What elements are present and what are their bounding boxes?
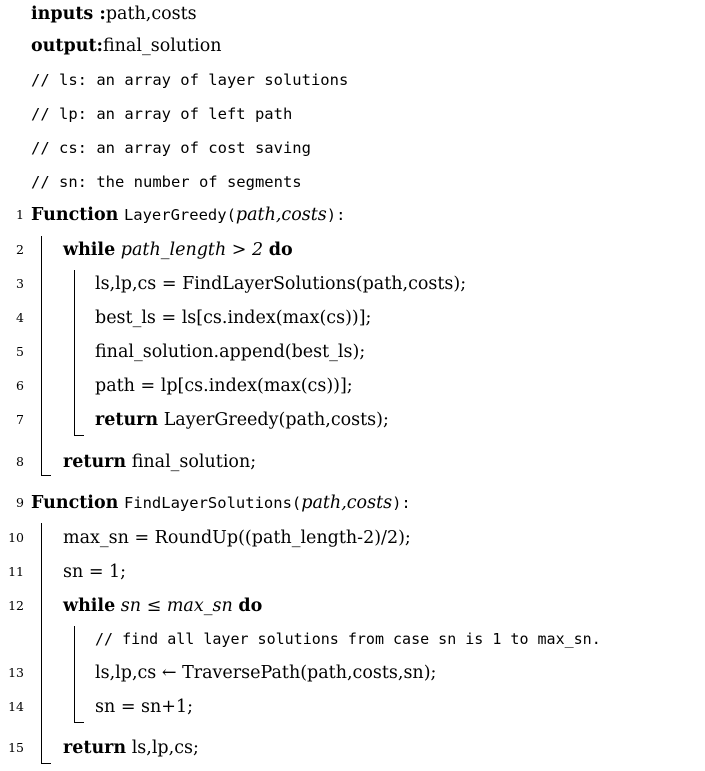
output-value: final_solution xyxy=(102,36,222,56)
output-keyword: output: xyxy=(31,36,103,56)
block-rule xyxy=(41,523,42,763)
block-rule-foot xyxy=(41,475,51,476)
inputs-keyword: inputs : xyxy=(31,4,106,24)
block-rule xyxy=(74,270,75,435)
block-rule xyxy=(74,626,75,722)
block-rule-foot xyxy=(41,763,51,764)
inputs-value: path,costs xyxy=(105,4,197,24)
block-rule xyxy=(41,236,42,475)
block-rule-foot xyxy=(74,722,84,723)
block-rule-foot xyxy=(74,435,84,436)
